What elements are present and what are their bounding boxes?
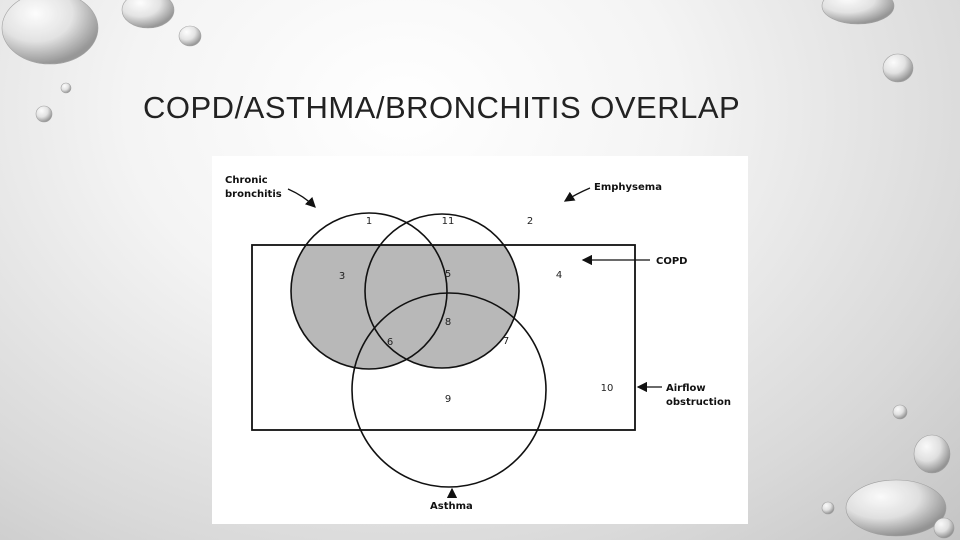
airflow-obstruction-label-line1: Airflow bbox=[666, 383, 706, 394]
venn-diagram: 1 2 3 4 5 6 7 8 9 10 11 Chronic bronchit… bbox=[212, 156, 748, 524]
chronic-bronchitis-label-line2: bronchitis bbox=[225, 189, 282, 200]
copd-shaded-region bbox=[291, 245, 519, 369]
region-number: 2 bbox=[527, 216, 533, 227]
emphysema-label: Emphysema bbox=[594, 182, 662, 193]
region-number: 8 bbox=[445, 317, 451, 328]
chronic-bronchitis-circle bbox=[290, 212, 448, 370]
region-number: 1 bbox=[366, 216, 372, 227]
airflow-obstruction-box bbox=[251, 244, 636, 431]
region-number: 10 bbox=[601, 383, 614, 394]
emphysema-circle bbox=[364, 213, 520, 369]
chronic-bronchitis-arrow bbox=[287, 188, 316, 208]
region-number: 11 bbox=[442, 216, 455, 227]
region-number: 4 bbox=[556, 270, 562, 281]
asthma-label: Asthma bbox=[430, 501, 473, 512]
region-number: 5 bbox=[445, 269, 451, 280]
asthma-circle bbox=[351, 292, 547, 488]
region-number: 9 bbox=[445, 394, 451, 405]
chronic-bronchitis-label-line1: Chronic bbox=[225, 175, 268, 186]
emphysema-arrow bbox=[563, 187, 591, 202]
region-number: 7 bbox=[503, 336, 509, 347]
region-number: 6 bbox=[387, 337, 393, 348]
region-number: 3 bbox=[339, 271, 345, 282]
slide-title: COPD/ASTHMA/BRONCHITIS OVERLAP bbox=[143, 90, 741, 125]
copd-label: COPD bbox=[656, 256, 687, 267]
airflow-obstruction-label-line2: obstruction bbox=[666, 397, 731, 408]
